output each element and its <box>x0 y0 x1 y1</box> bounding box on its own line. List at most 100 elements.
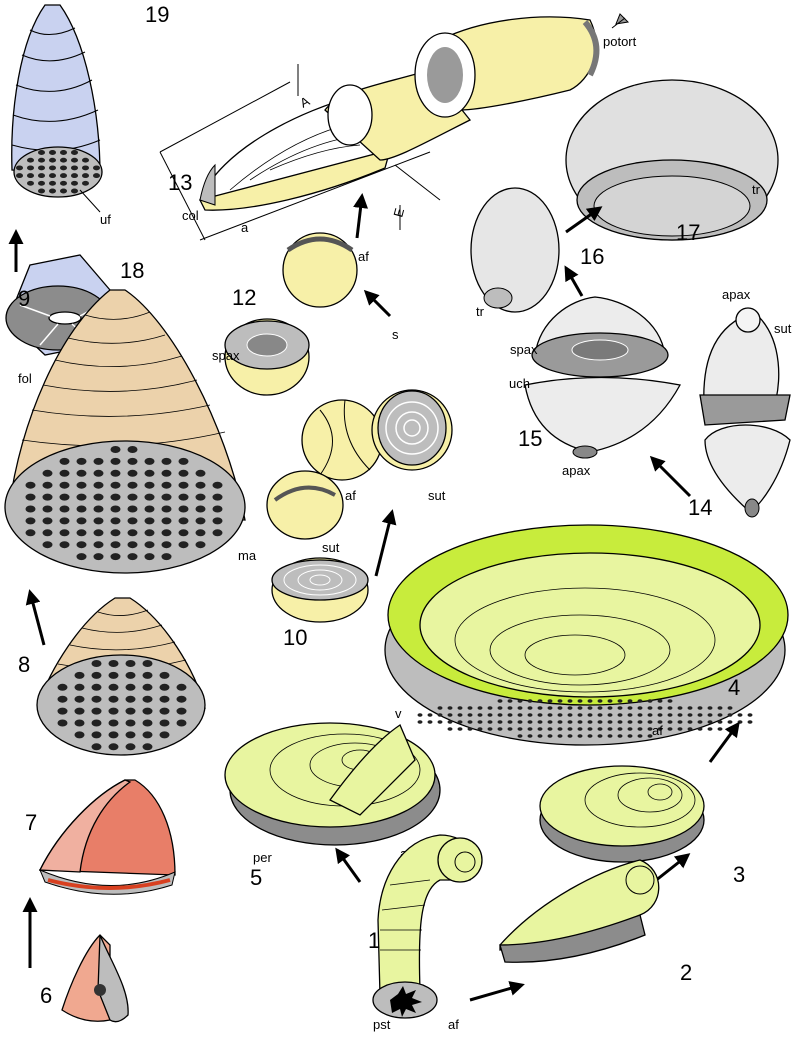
label-pst: pst <box>373 1017 391 1032</box>
pore <box>161 457 172 465</box>
figure-9-test: 9 ma <box>4 286 257 574</box>
pore <box>647 699 653 703</box>
pore <box>567 727 573 731</box>
pore <box>517 720 523 724</box>
pore <box>577 699 583 703</box>
pore <box>125 660 136 667</box>
pore <box>142 695 153 703</box>
pore <box>537 720 543 724</box>
pore <box>49 173 56 179</box>
aperture-holes <box>16 150 100 194</box>
pore <box>49 150 56 155</box>
pore <box>567 734 573 738</box>
pore <box>57 683 68 691</box>
pore <box>144 493 155 501</box>
pore <box>25 529 36 537</box>
figure-number: 16 <box>580 244 604 269</box>
pore <box>91 660 102 667</box>
pore <box>76 481 87 489</box>
pore <box>607 699 613 703</box>
pore <box>577 727 583 731</box>
pore <box>59 541 70 549</box>
figure-number: 7 <box>25 810 37 835</box>
pore <box>161 517 172 525</box>
figure-2-test: 2 <box>499 859 692 985</box>
pore <box>60 150 67 155</box>
pore <box>437 706 443 710</box>
pore <box>38 157 45 163</box>
pore <box>457 706 463 710</box>
pore <box>627 706 633 710</box>
pore <box>517 706 523 710</box>
pore <box>617 699 623 703</box>
pore <box>178 517 189 525</box>
label-spax: spax <box>510 342 538 357</box>
direction-arrow-icon <box>611 13 630 29</box>
pore <box>195 493 206 501</box>
pore <box>477 720 483 724</box>
pore <box>717 720 723 724</box>
pore <box>161 481 172 489</box>
pore <box>38 180 45 186</box>
pore <box>727 713 733 717</box>
pore <box>667 699 673 703</box>
pore <box>110 446 121 453</box>
pore <box>597 713 603 717</box>
pore <box>727 706 733 710</box>
pore <box>178 541 189 549</box>
figure-number: 12 <box>232 285 256 310</box>
pore <box>657 727 663 731</box>
pore <box>212 505 223 513</box>
pore <box>577 734 583 738</box>
pore <box>42 493 53 501</box>
figure-17-test: 17 tr <box>565 79 779 245</box>
pore <box>108 743 119 751</box>
pore <box>159 671 170 679</box>
pore <box>437 713 443 717</box>
figure-number: 8 <box>18 652 30 677</box>
pore <box>59 493 70 501</box>
pore <box>617 706 623 710</box>
pore <box>195 505 206 513</box>
pore <box>127 481 138 489</box>
pore <box>195 469 206 477</box>
pore <box>497 720 503 724</box>
pore <box>687 727 693 731</box>
pore <box>627 720 633 724</box>
pore <box>142 660 153 667</box>
arrow-16-to-17 <box>565 206 603 234</box>
pore <box>617 720 623 724</box>
pore <box>91 731 102 739</box>
pore <box>467 720 473 724</box>
pore <box>91 683 102 691</box>
pore <box>60 173 67 179</box>
figure-number: 17 <box>676 220 700 245</box>
pore <box>76 517 87 525</box>
pore <box>527 713 533 717</box>
pore <box>447 706 453 710</box>
pore <box>507 727 513 731</box>
arrow-10-to-11 <box>374 509 397 577</box>
pore <box>93 457 104 465</box>
arrow-1-to-2 <box>469 981 525 1002</box>
pore <box>577 720 583 724</box>
figure-number: 14 <box>688 495 712 520</box>
pore <box>607 727 613 731</box>
pore <box>125 743 136 751</box>
pore <box>195 481 206 489</box>
pore <box>657 720 663 724</box>
figure-number: 10 <box>283 625 307 650</box>
pore <box>577 706 583 710</box>
pore <box>159 719 170 727</box>
pore <box>647 720 653 724</box>
pore <box>647 727 653 731</box>
pore <box>178 529 189 537</box>
pore <box>74 719 85 727</box>
pore <box>707 713 713 717</box>
pore <box>507 699 513 703</box>
pore <box>447 720 453 724</box>
pore <box>159 707 170 715</box>
pore <box>697 727 703 731</box>
figure-number: 4 <box>728 675 740 700</box>
pore <box>60 157 67 163</box>
